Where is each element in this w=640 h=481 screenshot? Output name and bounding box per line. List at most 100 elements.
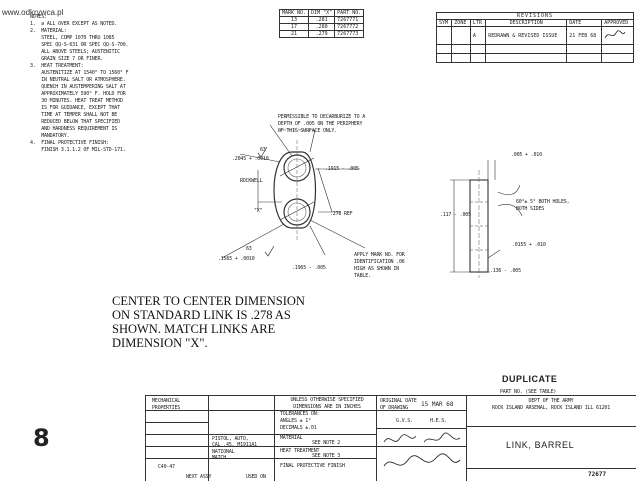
signature-icon bbox=[383, 432, 461, 467]
material-label: MATERIAL bbox=[280, 435, 303, 441]
signature-icon bbox=[604, 29, 626, 38]
drawn-by: G.V.S. bbox=[396, 418, 413, 424]
table-cell bbox=[451, 26, 471, 45]
heat-treatment-label: HEAT TREATMENT bbox=[280, 448, 320, 454]
note-line: GRAIN SIZE 7 OR FINER. bbox=[30, 56, 104, 62]
logo-mark: 8 bbox=[33, 424, 50, 452]
table-cell: A bbox=[469, 26, 487, 45]
dimension-table: MARK NO. DIM "X" PART NO. 13 .281 726777… bbox=[278, 9, 365, 38]
note-line: 4. FINAL PROTECTIVE FINISH: bbox=[30, 140, 109, 146]
angles-tolerance: ANGLES ± 1° bbox=[280, 418, 311, 424]
dim-1965: .1965 - .005 bbox=[292, 265, 326, 271]
note-line: REDUCED BELOW THAT SPECIFIED bbox=[30, 119, 120, 125]
table-cell: .279 bbox=[308, 30, 336, 38]
caliber-label: CAL .45, M1911A1 bbox=[212, 442, 257, 448]
signature-scribble bbox=[601, 26, 634, 45]
note-line: IS FOR GUIDANCE, EXCEPT THAT bbox=[30, 105, 120, 111]
table-header: APPROVED bbox=[601, 19, 634, 27]
ref-dimension: .278 REF bbox=[330, 211, 353, 217]
finish-mark-icon bbox=[257, 146, 268, 158]
original-date-value: 15 MAR 68 bbox=[421, 401, 454, 408]
rockwell-label: ROCKWELL bbox=[240, 178, 263, 184]
note-line: 2. MATERIAL: bbox=[30, 28, 67, 34]
table-cell: 13 bbox=[278, 16, 310, 24]
next-assy-label: NEXT ASSY bbox=[186, 474, 212, 480]
note-line: MANDATORY. bbox=[30, 133, 70, 139]
national-label: NATIONAL bbox=[212, 449, 235, 455]
pistol-label: PISTOL, AUTO, bbox=[212, 436, 249, 442]
dim-005: .005 + .010 bbox=[511, 152, 542, 158]
apply-mark-note: APPLY MARK NO. FOR IDENTIFICATION .06 HI… bbox=[354, 252, 405, 279]
link-front-view bbox=[221, 124, 366, 259]
checked-by: H.E.S. bbox=[430, 418, 447, 424]
table-cell: 7267771 bbox=[334, 16, 365, 24]
tolerances-heading: TOLERANCES ON: bbox=[280, 411, 320, 417]
table-row: 17 .280 7267772 bbox=[278, 23, 365, 31]
revisions-title: REVISIONS bbox=[436, 12, 634, 20]
see-note-2: SEE NOTE 2 bbox=[312, 440, 341, 446]
note-line: APPROXIMATELY 590° F. HOLD FOR bbox=[30, 91, 126, 97]
table-row: 21 .279 7267773 bbox=[278, 30, 365, 38]
finish-mark-label: 63 bbox=[246, 246, 252, 252]
decarb-note: PERMISSIBLE TO DECARBURIZE TO A DEPTH OF… bbox=[278, 114, 366, 134]
note-line: AUSTENITIZE AT 1540° TO 1560° F bbox=[30, 70, 129, 76]
table-cell: 21 FEB 68 bbox=[566, 26, 603, 45]
center-distance-note: CENTER TO CENTER DIMENSION ON STANDARD L… bbox=[112, 294, 305, 350]
dim-117: .117 - .005 bbox=[440, 212, 471, 218]
note-line: 1. ∅ ALL OVER EXCEPT AS NOTED. bbox=[30, 21, 118, 27]
table-cell: 21 bbox=[278, 30, 310, 38]
notes-heading: NOTES: bbox=[30, 14, 47, 20]
tolerance-label: UNLESS OTHERWISE SPECIFIED DIMENSIONS AR… bbox=[290, 397, 364, 410]
note-line: 3. HEAT TREATMENT: bbox=[30, 63, 84, 69]
table-header: PART NO. bbox=[334, 9, 365, 17]
used-on-label: USED ON bbox=[246, 474, 266, 480]
final-finish-label: FINAL PROTECTIVE FINISH bbox=[280, 463, 345, 469]
note-line: TIME AT TEMPER SHALL NOT BE bbox=[30, 112, 118, 118]
dim-1915: .1915 - .005 bbox=[325, 166, 359, 172]
watermark-text: www.odkrywca.pl bbox=[2, 8, 64, 17]
hole-dimension: .2045 + .0010 bbox=[232, 156, 269, 162]
duplicate-stamp: DUPLICATE bbox=[502, 374, 558, 384]
table-header: DIM "X" bbox=[308, 9, 336, 17]
revisions-table: REVISIONS SYM ZONE LTR DESCRIPTION DATE … bbox=[435, 12, 634, 63]
x-dimension-label: "X" bbox=[254, 208, 263, 214]
match-label: MATCH bbox=[212, 455, 227, 461]
note-line: STEEL, COMP 1070 THRU 1085 bbox=[30, 35, 115, 41]
original-date-label: ORIGINAL DATE OF DRAWING bbox=[380, 398, 417, 411]
table-header: LTR bbox=[469, 19, 487, 27]
part-name: LINK, BARREL bbox=[506, 440, 575, 450]
table-cell: REDRAWN & REVISED ISSUE bbox=[485, 26, 568, 45]
table-cell: 7267772 bbox=[334, 23, 365, 31]
note-line: QUENCH IN AUSTEMPERING SALT AT bbox=[30, 84, 126, 90]
table-cell: .281 bbox=[308, 16, 336, 24]
finish-mark-icon bbox=[264, 245, 275, 257]
note-line: ALL ABOVE STEELS; AUSTENITIC bbox=[30, 49, 120, 55]
link-side-view bbox=[450, 160, 523, 278]
table-row: 13 .281 7267771 bbox=[278, 16, 365, 24]
mechanical-properties-label: MECHANICAL PROPERTIES bbox=[152, 398, 181, 411]
notes-block: NOTES: 1. ∅ ALL OVER EXCEPT AS NOTED. 2.… bbox=[30, 14, 190, 154]
note-line: IN NEUTRAL SALT OR ATMOSPHERE. bbox=[30, 77, 126, 83]
next-assy-value: C40-47 bbox=[158, 464, 175, 470]
table-header: MARK NO. bbox=[278, 9, 310, 17]
chamfer-note: 60°± 5° BOTH HOLES, BOTH SIDES bbox=[516, 199, 570, 212]
decimals-tolerance: DECIMALS ±.01 bbox=[280, 425, 317, 431]
dept-label: DEPT OF THE ARMY ROCK ISLAND ARSENAL, RO… bbox=[491, 398, 611, 411]
table-cell bbox=[435, 26, 453, 45]
table-header: DESCRIPTION bbox=[485, 19, 568, 27]
note-line: SPEC QQ-S-631 OR SPEC QQ-S-700. bbox=[30, 42, 129, 48]
drawing-number: 72677 bbox=[588, 471, 607, 478]
table-row: A REDRAWN & REVISED ISSUE 21 FEB 68 bbox=[435, 26, 634, 45]
table-header: ZONE bbox=[451, 19, 471, 27]
title-block: MECHANICAL PROPERTIES PISTOL, AUTO, CAL … bbox=[145, 395, 636, 481]
table-cell: .280 bbox=[308, 23, 336, 31]
note-line: 30 MINUTES. HEAT TREAT METHOD bbox=[30, 98, 123, 104]
table-header: DATE bbox=[566, 19, 603, 27]
table-cell: 17 bbox=[278, 23, 310, 31]
note-line: FINISH 3.1.1.2 OF MIL-STD-171. bbox=[30, 147, 126, 153]
table-cell: 7267773 bbox=[334, 30, 365, 38]
see-note-3: SEE NOTE 3 bbox=[312, 453, 341, 459]
finish-mark-label: 63 bbox=[260, 147, 266, 153]
table-header: SYM bbox=[435, 19, 453, 27]
part-no-label: PART NO. (SEE TABLE) bbox=[500, 389, 557, 395]
